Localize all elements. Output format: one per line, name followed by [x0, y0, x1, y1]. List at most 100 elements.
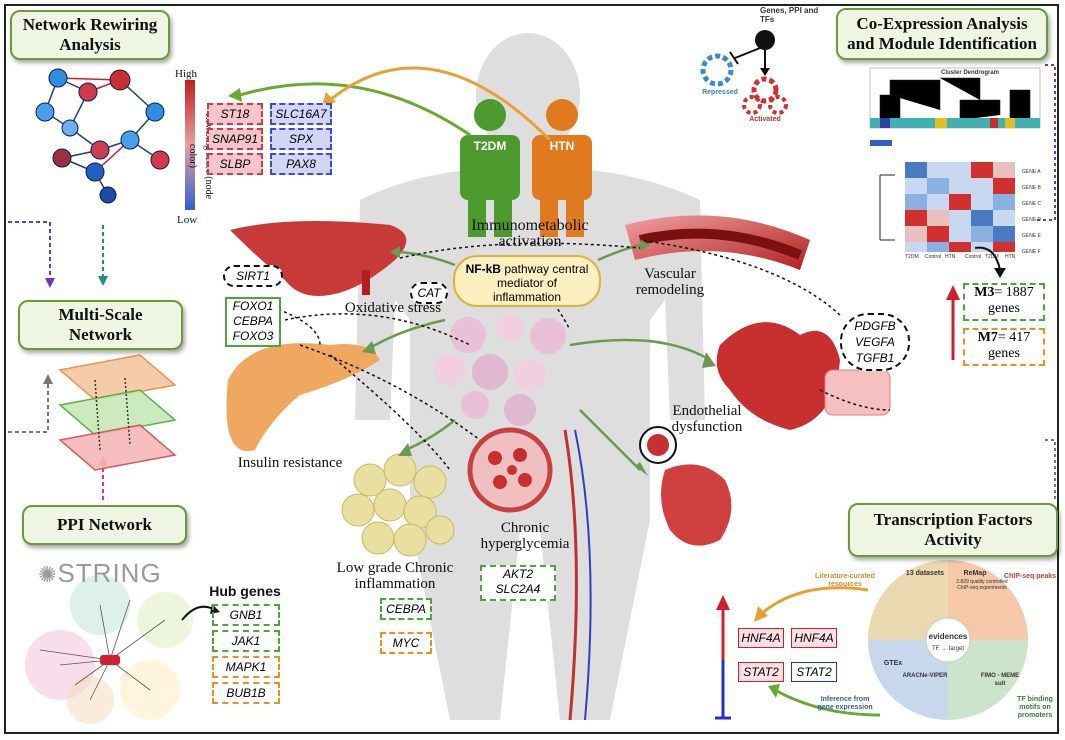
repressed-label: Repressed [702, 89, 738, 96]
gene-snap91: SNAP91 [207, 128, 263, 150]
nfkb-bold: NF-kB [465, 262, 501, 276]
rewiring-colorbar [185, 80, 195, 210]
regulation-title: Genes, PPI and TFs [760, 6, 819, 24]
rewiring-nodes [35, 68, 170, 204]
gene-st18: ST18 [207, 103, 263, 125]
m7-unit: genes [988, 346, 1020, 361]
hub-bub1b: BUB1B [212, 682, 280, 704]
tf-datasets: 13 datasets [905, 570, 945, 577]
heat-gene-a: GENE A [1022, 169, 1041, 175]
hub-gnb1: GNB1 [212, 604, 280, 626]
tf-stat2-left: STAT2 [738, 662, 784, 682]
immune-cells [434, 314, 566, 426]
gene-foxo1: FOXO1 [232, 299, 274, 313]
endothelial-dysfunction-label: Endothelial dysfunction [671, 403, 743, 435]
m3-value: = 1887 [994, 285, 1034, 300]
chronic-hyperglycemia-label: Chronic hyperglycemia [480, 520, 570, 552]
akt-box: AKT2 SLC2A4 [480, 565, 556, 601]
tf-evidences: evidences [928, 632, 968, 641]
oxidative-stress-label: Oxidative stress [344, 300, 442, 316]
tf-inference: Inference from gene expression [817, 696, 873, 711]
m7-label: M7 [977, 330, 998, 345]
fat-cells [341, 453, 455, 557]
m7-value: = 417 [997, 330, 1031, 345]
multiscale-layers [58, 354, 177, 471]
network-rewiring-title: Network Rewiring Analysis [10, 10, 170, 60]
heat-col-2: Control [925, 254, 942, 260]
scale-high-label: High [175, 68, 197, 80]
tf-remap-sub: 2.829 quality controlled ChIP-seq experi… [956, 579, 1008, 591]
heat-gene-d: GENE D [1022, 217, 1042, 223]
heatmap-gene-labels: GENE A GENE B GENE C GENE D GENE E GENE … [1022, 164, 1062, 260]
heat-col-1: T2DM [905, 254, 919, 260]
dendrogram-title: Cluster Dendrogram [940, 70, 999, 76]
low-grade-inflammation-label: Low grade Chronic inflammation [336, 560, 454, 592]
t2dm-person [460, 99, 520, 237]
tf-target: TF → target [931, 646, 964, 652]
heat-gene-c: GENE C [1022, 201, 1042, 207]
string-text: STRING [57, 558, 162, 588]
heat-col-4: Control [965, 254, 982, 260]
tf-aracne: ARACNe-VIPER [902, 673, 948, 679]
gene-cebpa-1: CEBPA [233, 314, 273, 328]
coexpression-title: Co-Expression Analysis and Module Identi… [836, 8, 1048, 60]
gene-cat: CAT [410, 282, 448, 304]
gene-spx: SPX [270, 128, 332, 150]
tf-hnf4a-left: HNF4A [738, 628, 784, 648]
tf-literature: Literature-curated resources [815, 573, 875, 588]
tf-stat2-right: STAT2 [791, 662, 837, 682]
heat-gene-e: GENE E [1022, 233, 1041, 239]
gene-sirt1: SIRT1 [223, 265, 283, 287]
heat-col-5: T2DM [985, 254, 999, 260]
m3-label: M3 [974, 285, 995, 300]
gene-slc2a4: SLC2A4 [495, 582, 541, 596]
heat-gene-b: GENE B [1022, 185, 1041, 191]
gene-cebpa-2: CEBPA [380, 598, 432, 620]
multiscale-title: Multi-Scale Network [18, 300, 183, 350]
gene-slc16a7: SLC16A7 [270, 103, 332, 125]
gene-slbp: SLBP [207, 153, 263, 175]
tf-chip: ChIP-seq peaks [1003, 573, 1057, 580]
heat-gene-f: GENE F [1022, 249, 1041, 255]
tf-gtex: GTEx [883, 660, 903, 667]
gene-pax8: PAX8 [270, 153, 332, 175]
heatmap [905, 162, 1023, 252]
tf-activity-title: Transcription Factors Activity [848, 503, 1058, 557]
ppi-network [25, 575, 193, 724]
gene-vegfa: VEGFA [855, 335, 895, 349]
tf-fimo: FIMO - MEME suit [980, 673, 1020, 687]
string-logo: ✺STRING [38, 558, 162, 589]
ppi-title: PPI Network [22, 505, 187, 545]
string-icon: ✺ [38, 562, 58, 587]
insulin-resistance-label: Insulin resistance [237, 455, 343, 471]
pancreas [226, 343, 380, 452]
gene-tgfb1: TGFB1 [855, 351, 895, 365]
tf-hnf4a-right: HNF4A [791, 628, 837, 648]
hub-mapk1: MAPK1 [212, 656, 280, 678]
kidney [661, 464, 732, 546]
heart [716, 322, 840, 430]
gene-myc: MYC [380, 632, 432, 654]
scale-low-label: Low [177, 214, 198, 226]
gene-akt2: AKT2 [502, 567, 533, 581]
vascular-remodeling-label: Vascular remodeling [635, 266, 705, 298]
gene-pdgfb: PDGFB [854, 319, 896, 333]
nfkb-desc: pathway central mediator of inflammation [492, 262, 589, 304]
pdgfb-box: PDGFB VEGFA TGFB1 [840, 313, 910, 371]
heat-col-3: HTN [945, 254, 956, 260]
heatmap-col-labels: T2DM Control HTN Control T2DM HTN [905, 254, 1025, 260]
hub-genes-title: Hub genes [209, 583, 281, 599]
activated-label: Activated [749, 116, 781, 123]
nfkb-box: NF-kB pathway central mediator of inflam… [453, 255, 601, 307]
htn-label: HTN [549, 139, 575, 153]
htn-person [532, 99, 592, 237]
m3-unit: genes [988, 301, 1020, 316]
tf-remap: ReMap [963, 570, 987, 577]
immunometabolic-label: Immunometabolic activation [471, 217, 589, 250]
t2dm-label: T2DM [473, 139, 507, 153]
foxo-box: FOXO1 CEBPA FOXO3 [225, 297, 281, 347]
gene-foxo3: FOXO3 [232, 329, 274, 343]
heat-col-6: HTN [1005, 254, 1016, 260]
